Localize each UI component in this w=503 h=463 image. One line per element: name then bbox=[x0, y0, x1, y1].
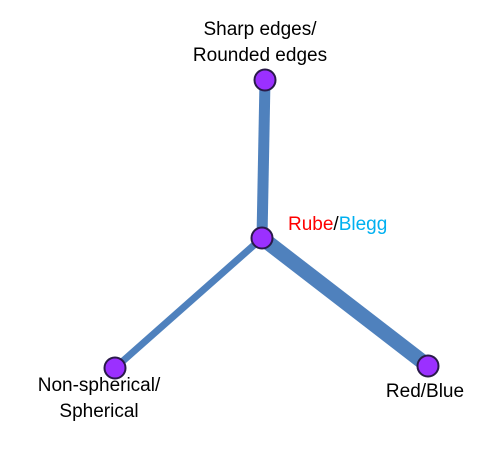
label-left-line-1: Non-spherical/ bbox=[37, 375, 161, 396]
node-center bbox=[250, 226, 274, 250]
label-top-line-2: Rounded edges bbox=[192, 45, 328, 66]
label-left-node: Non-spherical/ Spherical bbox=[6, 373, 192, 425]
node-right bbox=[416, 354, 440, 378]
edge-center-to-right bbox=[257, 232, 433, 372]
label-rube: Rube bbox=[288, 214, 334, 235]
label-right-node: Red/Blue bbox=[370, 379, 480, 405]
label-center-node: Rube/Blegg bbox=[288, 212, 387, 238]
edge-center-to-left bbox=[112, 235, 265, 371]
node-top bbox=[253, 68, 277, 92]
edge-center-to-top bbox=[256, 79, 271, 239]
label-right-line-1: Red/Blue bbox=[385, 381, 465, 402]
node-left bbox=[103, 356, 127, 380]
label-top-line-1: Sharp edges/ bbox=[203, 19, 317, 40]
label-top-node: Sharp edges/ Rounded edges bbox=[162, 17, 358, 69]
label-blegg: Blegg bbox=[338, 214, 388, 235]
edges bbox=[112, 79, 433, 372]
label-left-line-2: Spherical bbox=[59, 401, 139, 422]
label-separator: / bbox=[333, 214, 339, 235]
nodes bbox=[103, 68, 440, 380]
